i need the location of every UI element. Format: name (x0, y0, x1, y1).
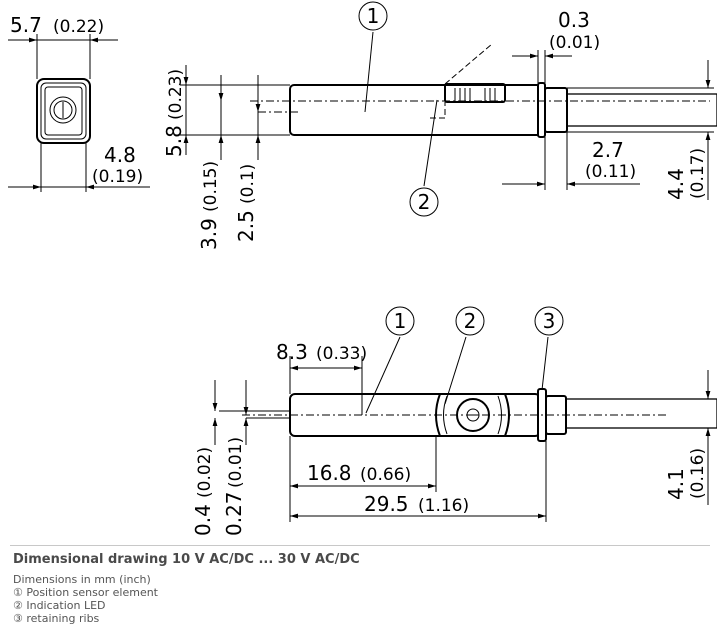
dim-height-total-mm: 5.8 (162, 125, 186, 157)
callout-2-top: 2 (418, 190, 431, 214)
dim-width-side-mm: 4.8 (104, 143, 136, 167)
dim-led-pos-mm: 16.8 (307, 461, 352, 485)
side-view (180, 31, 717, 200)
dim-length-mm: 29.5 (364, 492, 409, 516)
dim-width-top-mm: 5.7 (10, 13, 42, 37)
dim-collar-mm: 0.3 (558, 8, 590, 32)
callout-3-circle-bottom (534, 306, 564, 336)
callout-2-bottom: 2 (464, 309, 477, 333)
dim-sensor-pos-mm: 8.3 (276, 340, 308, 364)
dim-height-total-inch: (0.23) (166, 69, 186, 120)
dim-offset-0-4-mm: 0.4 (191, 504, 215, 536)
dim-height-front-inch: (0.16) (688, 448, 708, 499)
end-view (8, 34, 150, 192)
callout-2-circle-bottom (455, 306, 485, 336)
dim-led-pos-inch: (0.66) (360, 465, 411, 485)
callout-1-circle-top (358, 1, 388, 31)
dim-height-front-mm: 4.1 (664, 468, 688, 500)
dim-width-side-inch: (0.19) (92, 167, 143, 187)
caption-title: Dimensional drawing 10 V AC/DC ... 30 V … (13, 552, 360, 567)
dim-collar-inch: (0.01) (549, 33, 600, 53)
bottom-view (212, 336, 717, 522)
dim-height-rear-mm: 4.4 (664, 168, 688, 200)
callout-2-circle-top (409, 187, 439, 217)
dim-offset-0-4-inch: (0.02) (195, 447, 215, 498)
dim-cable-offset-inch: (0.11) (585, 162, 636, 182)
caption-divider (10, 545, 710, 546)
dim-offset-2-5-mm: 2.5 (234, 210, 258, 242)
dim-height-rear-inch: (0.17) (688, 148, 708, 199)
dimensional-drawing: 5.7 (0.22) 4.8 (0.19) (8, 1, 717, 536)
callout-1-circle-bottom (385, 306, 415, 336)
dim-offset-3-9-inch: (0.15) (201, 161, 221, 212)
dim-width-top-inch: (0.22) (53, 17, 104, 37)
dim-cable-offset-mm: 2.7 (592, 138, 624, 162)
dim-offset-3-9-mm: 3.9 (197, 218, 221, 250)
dim-offset-0-27-inch: (0.01) (226, 437, 246, 488)
callout-3-bottom: 3 (543, 309, 556, 333)
dim-length-inch: (1.16) (418, 496, 469, 516)
callout-1-top: 1 (367, 4, 380, 28)
legend-item-position-sensor: ① Position sensor element (13, 586, 158, 599)
caption: Dimensional drawing 10 V AC/DC ... 30 V … (13, 552, 713, 625)
units-note: Dimensions in mm (inch) (13, 573, 151, 586)
callout-1-bottom: 1 (394, 309, 407, 333)
dim-offset-0-27-mm: 0.27 (222, 491, 246, 536)
legend-item-indication-led: ② Indication LED (13, 599, 106, 612)
legend-item-retaining-ribs: ③ retaining ribs (13, 612, 100, 625)
dim-offset-2-5-inch: (0.1) (238, 164, 258, 204)
dim-sensor-pos-inch: (0.33) (316, 344, 367, 364)
